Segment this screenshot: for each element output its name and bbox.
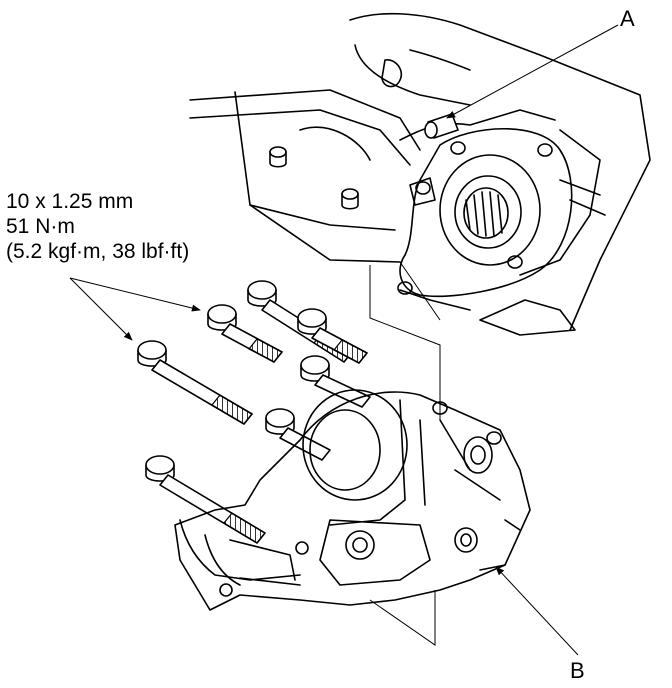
spec-arrow-upper [69,277,201,312]
transmission-case [189,12,651,336]
bolt-size-label: 10 x 1.25 mm [6,190,133,213]
bolt [265,408,331,461]
torque-alt-units-label: (5.2 kgf·m, 38 lbf·ft) [6,240,189,263]
spec-arrow-lower [69,277,133,341]
transfer-assembly [174,389,531,611]
callout-a-arrow [446,24,619,119]
bolt [137,340,253,425]
bolt [297,308,368,364]
mounting-bolts [137,280,371,544]
callout-a-label: A [620,6,635,31]
callout-b-label: B [570,658,585,683]
torque-label: 51 N·m [6,215,75,238]
dowel-pin [424,113,459,139]
output-flange [397,127,573,298]
leader-lines [69,24,619,656]
callout-b-arrow [495,566,579,656]
bolt [207,304,283,363]
bolt [145,455,266,544]
bolt [300,355,371,408]
